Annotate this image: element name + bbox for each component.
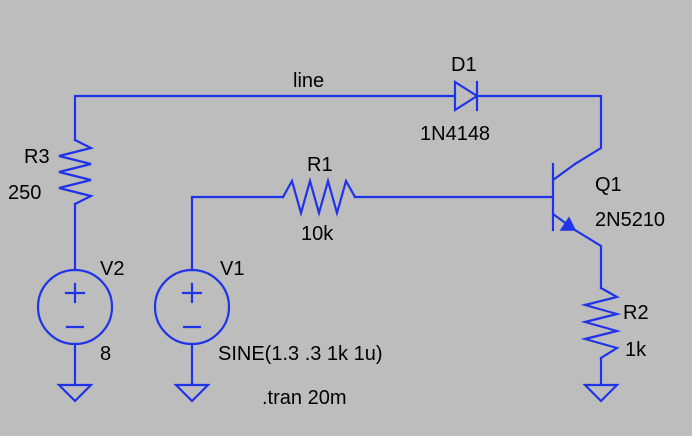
ground-icon-v1[interactable] [173,383,211,403]
net-label-line[interactable]: line [293,70,324,92]
q1-ref-label[interactable]: Q1 [595,174,622,196]
d1-part-label[interactable]: 1N4148 [420,123,490,145]
voltage-source-v1[interactable] [153,268,231,346]
wires [73,94,603,387]
resistor-r2[interactable] [580,286,622,360]
d1-ref-label[interactable]: D1 [451,54,477,76]
q1-part-label[interactable]: 2N5210 [595,209,665,231]
v2-value-label[interactable]: 8 [100,343,111,365]
v1-value-label[interactable]: SINE(1.3 .3 1k 1u) [218,343,383,365]
transistor-q1[interactable] [551,162,577,232]
resistor-r3[interactable] [58,138,95,206]
r2-value-label[interactable]: 1k [625,339,647,361]
spice-directive-label[interactable]: .tran 20m [262,387,346,409]
transistor-collector-lead [551,162,577,182]
r2-ref-label[interactable]: R2 [623,302,649,324]
wire-line-net[interactable] [73,94,457,142]
voltage-source-v2[interactable] [36,268,114,346]
r3-ref-label[interactable]: R3 [24,146,50,168]
r1-value-label[interactable]: 10k [301,223,334,245]
source-circle-v1 [153,268,231,346]
v1-ref-label[interactable]: V1 [220,258,244,280]
ground-icon-v2[interactable] [56,383,94,403]
diode-d1[interactable] [453,79,480,113]
r3-value-label[interactable]: 250 [8,182,41,204]
wire-v1-to-r1[interactable] [190,195,285,272]
ground-icon-r2[interactable] [582,383,620,403]
transistor-emitter-arrow-icon [559,216,577,231]
v2-ref-label[interactable]: V2 [100,258,124,280]
diode-triangle-symbol [453,79,480,113]
source-circle-v2 [36,268,114,346]
wire-diode-to-collector[interactable] [475,94,603,166]
wire-emitter-to-r2[interactable] [573,228,603,290]
resistor-r1[interactable] [281,176,357,218]
r1-ref-label[interactable]: R1 [307,154,333,176]
